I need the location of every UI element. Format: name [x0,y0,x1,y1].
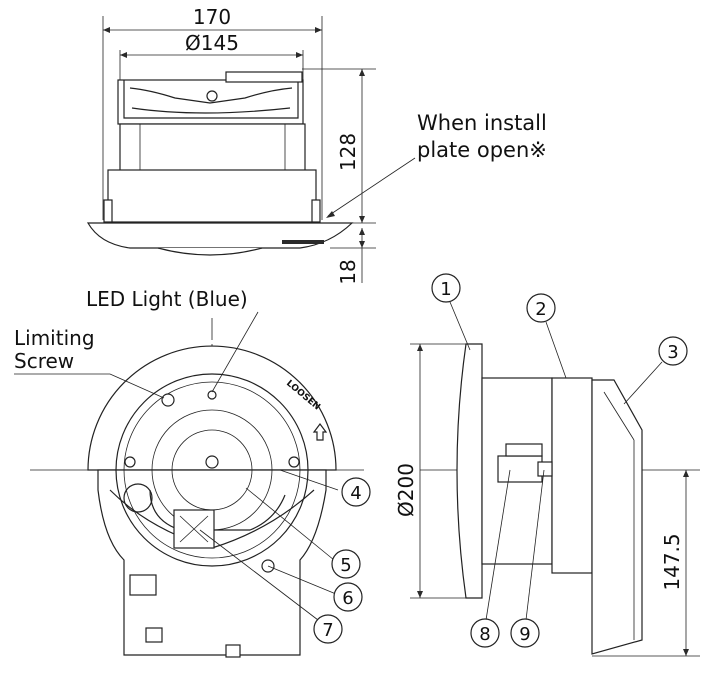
top-elevation-view: 170 Ø145 128 18 [86,5,547,285]
callout-9: 9 [510,469,545,648]
svg-text:6: 6 [342,588,353,609]
callout-7: 7 [199,529,343,644]
dim-170: 170 [193,5,231,29]
svg-text:8: 8 [479,624,490,645]
front-view: LOOSEN LED Light (Blue) Limiting Screw 4… [14,287,371,658]
side-view: Ø200 147.5 1 2 3 8 [394,273,700,657]
dim-145: Ø145 [185,31,239,55]
led-light-label: LED Light (Blue) [86,287,248,311]
dim-18: 18 [336,259,360,284]
led-light-indicator [207,390,217,400]
callout-5: 5 [245,487,361,579]
limiting-label-line1: Limiting [14,326,95,350]
dim-128: 128 [336,133,360,171]
svg-text:7: 7 [322,620,333,641]
limiting-screw [161,393,175,407]
svg-text:5: 5 [340,555,351,576]
callout-3: 3 [623,336,688,405]
svg-text:9: 9 [519,624,530,645]
svg-text:2: 2 [535,299,546,320]
callout-8: 8 [470,469,511,648]
callout-4: 4 [279,469,371,507]
callout-2: 2 [526,293,567,379]
svg-text:1: 1 [440,279,451,300]
svg-text:3: 3 [667,342,678,363]
callout-6: 6 [267,565,363,612]
dim-200: Ø200 [394,463,418,517]
dim-147-5: 147.5 [660,533,684,590]
install-note-line2: plate open※ [417,138,547,162]
install-note-line1: When install [417,111,547,135]
callout-1: 1 [431,273,471,351]
svg-text:4: 4 [350,483,361,504]
limiting-label-line2: Screw [14,349,74,373]
install-note-leader [327,157,416,217]
